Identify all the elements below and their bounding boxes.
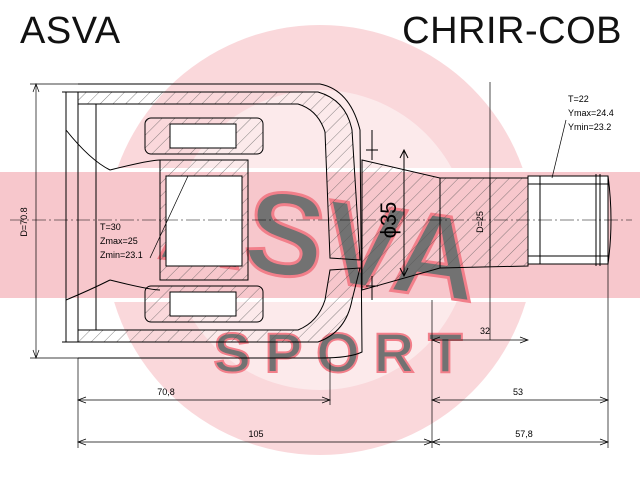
label-len-105: 105 (248, 429, 263, 439)
bearing-top-core (169, 123, 237, 149)
joint-section (62, 83, 612, 359)
leader-inner (149, 175, 189, 259)
dimension-lines (30, 82, 609, 448)
label-inner-zmin: Zmin=23.1 (100, 250, 143, 260)
label-shaft-t: T=22 (568, 94, 589, 104)
bearing-bottom-core (169, 291, 237, 317)
watermark-sub-text: SPORT (214, 321, 477, 384)
watermark-band-stripe-bottom (0, 298, 640, 302)
part-code-label: CHRIR-COB (402, 10, 622, 52)
phi35-arrow-heads (399, 148, 409, 278)
label-shaft-ymax: Ymax=24.4 (568, 108, 614, 118)
tulip-inner-contour (95, 104, 161, 330)
watermark-band-stripe-top (0, 168, 640, 172)
housing-lower-wall (77, 267, 361, 343)
brand-label: ASVA (20, 10, 121, 52)
label-len-57-8: 57,8 (515, 429, 533, 439)
housing-upper-wall (77, 91, 361, 261)
leader-shaft (551, 119, 567, 179)
phi35-marks (366, 130, 378, 300)
label-len-32: 32 (480, 326, 490, 336)
label-shaft-ymin: Ymin=23.2 (568, 122, 611, 132)
label-len-53: 53 (513, 387, 523, 397)
label-d-right: D=25 (475, 211, 485, 233)
dimension-labels: D=70.8 ϕ35 D=25 T=30 Zmax=25 Zmin=23.1 T… (19, 94, 614, 439)
housing-outline (78, 83, 363, 359)
inner-race-bore (165, 175, 243, 267)
label-len-70-8: 70,8 (157, 387, 175, 397)
label-inner-zmax: Zmax=25 (100, 236, 138, 246)
label-phi35: ϕ35 (376, 202, 401, 239)
label-inner-t: T=30 (100, 222, 121, 232)
shaft-taper (439, 177, 529, 269)
label-d-left: D=70.8 (19, 207, 29, 236)
